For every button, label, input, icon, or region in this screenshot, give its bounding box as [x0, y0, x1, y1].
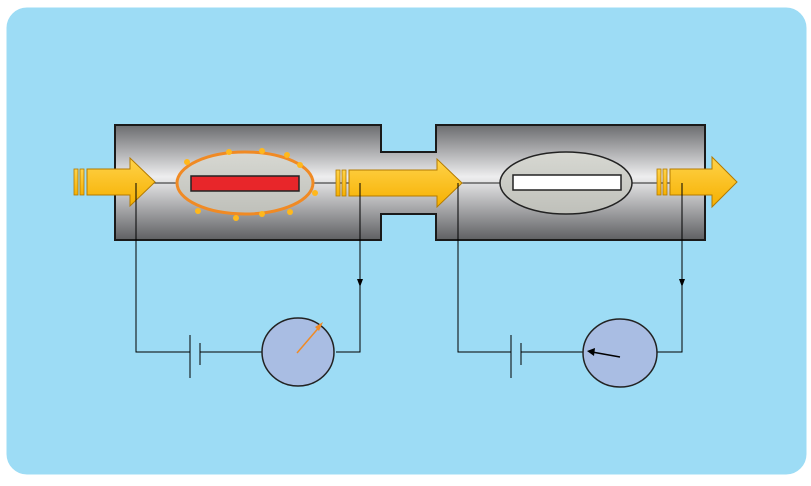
dot	[312, 190, 318, 196]
arrow-stripe	[662, 168, 668, 196]
arrow-stripe	[335, 169, 341, 197]
cold-rod	[512, 174, 622, 191]
dot	[226, 149, 232, 155]
dot	[297, 162, 303, 168]
right-meter	[582, 318, 658, 388]
dot	[259, 211, 265, 217]
right-circuit-wire-left	[457, 183, 511, 353]
dot	[233, 215, 239, 221]
emission-dots	[184, 148, 318, 221]
arrow-body	[669, 155, 738, 209]
hot-rod	[190, 175, 300, 192]
arrow-body	[86, 156, 156, 208]
left-meter-needle	[296, 324, 322, 354]
right-meter-needle-tip	[587, 348, 595, 356]
arrow-stripe	[73, 168, 79, 196]
arrow-stripe	[341, 169, 347, 197]
right-meter-needle	[591, 351, 621, 358]
dot	[184, 159, 190, 165]
middle-arrow	[335, 157, 463, 209]
dot	[195, 208, 201, 214]
left-circuit-wire-left	[135, 183, 190, 353]
right-circuit-arrowhead	[679, 279, 685, 287]
left-circuit	[135, 183, 361, 378]
arrow-stripe	[656, 168, 662, 196]
dot	[287, 209, 293, 215]
right-circuit	[457, 183, 683, 378]
dot	[259, 148, 265, 154]
left-circuit-wire-right	[336, 183, 361, 353]
panel-border	[3, 4, 810, 478]
left-circuit-arrowhead	[357, 279, 363, 287]
arrow-body	[348, 157, 463, 209]
dot	[284, 152, 290, 158]
arrow-stripe	[79, 168, 85, 196]
input-arrow	[73, 156, 156, 208]
left-meter-needle-tip	[315, 322, 323, 331]
right-circuit-wire-right	[657, 183, 683, 353]
output-arrow	[656, 155, 738, 209]
